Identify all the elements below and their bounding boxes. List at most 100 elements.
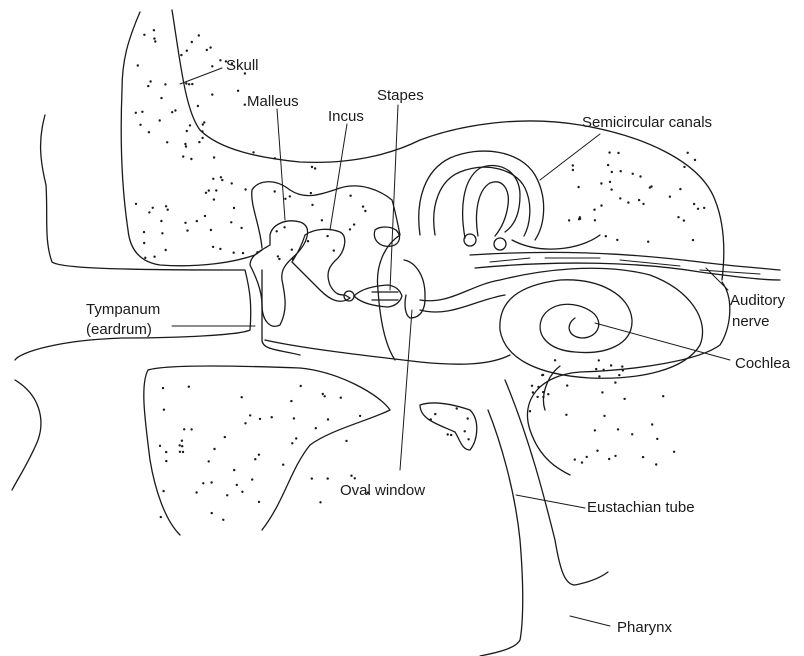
stipple-dot — [679, 188, 681, 190]
stipple-dot — [311, 477, 313, 479]
stipple-dot — [153, 29, 155, 31]
stipple-dot — [195, 491, 197, 493]
stipple-dot — [212, 178, 214, 180]
stipple-dot — [244, 104, 246, 106]
stipple-dot — [256, 251, 258, 253]
stipple-dot — [450, 434, 452, 436]
stipple-dot — [149, 80, 151, 82]
stipple-dot — [291, 442, 293, 444]
stipple-dot — [220, 176, 222, 178]
stipple-dot — [186, 50, 188, 52]
stipple-dot — [226, 494, 228, 496]
malleus-bone — [250, 221, 308, 326]
stipple-dot — [144, 257, 146, 259]
stipple-dot — [655, 463, 657, 465]
label-incus: Incus — [328, 108, 364, 125]
stipple-dot — [143, 34, 145, 36]
incus-bone — [292, 229, 350, 301]
stipple-dot — [632, 173, 634, 175]
stipple-dot — [310, 192, 312, 194]
stipple-dot — [616, 239, 618, 241]
stipple-dot — [362, 205, 364, 207]
stipple-dot — [593, 209, 595, 211]
stipple-dot — [536, 396, 538, 398]
stipple-dot — [596, 450, 598, 452]
stipple-dot — [608, 151, 610, 153]
stipple-dot — [638, 199, 640, 201]
stipple-dot — [181, 445, 183, 447]
stipple-dot — [154, 40, 156, 42]
stipple-dot — [254, 458, 256, 460]
stipple-dot — [349, 228, 351, 230]
stipple-dot — [319, 501, 321, 503]
stipple-dot — [185, 82, 187, 84]
stipple-dot — [617, 428, 619, 430]
stipple-dot — [292, 258, 294, 260]
stipple-dot — [683, 219, 685, 221]
stipple-dot — [529, 410, 531, 412]
stipple-dot — [607, 164, 609, 166]
stipple-dot — [353, 223, 355, 225]
stipple-dot — [143, 231, 145, 233]
cochlea-spiral — [420, 268, 703, 378]
stipple-dot — [692, 239, 694, 241]
stipple-dot — [188, 83, 190, 85]
stipple-dot — [620, 170, 622, 172]
eustachian-tube — [480, 380, 608, 656]
stipple-dot — [601, 391, 603, 393]
stipple-dot — [595, 368, 597, 370]
stipple-dot — [345, 440, 347, 442]
stipple-dot — [598, 359, 600, 361]
labels: Skull Malleus Incus Stapes Semicircular … — [86, 57, 791, 636]
stipple-dot — [166, 141, 168, 143]
stipple-dot — [213, 198, 215, 200]
stipple-dot — [204, 215, 206, 217]
stipple-dot — [137, 64, 139, 66]
stipple-dot — [181, 440, 183, 442]
stipple-dot — [467, 417, 469, 419]
stipple-dot — [221, 179, 223, 181]
stipple-dot — [289, 195, 291, 197]
stipple-dot — [160, 220, 162, 222]
stipple-dot — [233, 469, 235, 471]
stipple-dot — [662, 395, 664, 397]
stipple-dot — [274, 190, 276, 192]
stipple-dot — [349, 195, 351, 197]
stipple-dot — [224, 436, 226, 438]
stipple-dot — [201, 137, 203, 139]
stipple-dot — [572, 164, 574, 166]
stipple-dot — [258, 454, 260, 456]
stipple-dot — [190, 158, 192, 160]
label-cochlea: Cochlea — [735, 355, 791, 372]
stipple-dot — [241, 396, 243, 398]
stipple-dot — [364, 210, 366, 212]
stipple-dot — [213, 156, 215, 158]
stipple-dot — [233, 207, 235, 209]
stipple-dot — [174, 109, 176, 111]
stipple-dot — [179, 451, 181, 453]
stipple-dot — [215, 189, 217, 191]
stipple-dot — [231, 182, 233, 184]
stipple-dot — [259, 418, 261, 420]
stipple-dot — [251, 478, 253, 480]
stipple-dot — [619, 197, 621, 199]
stipple-dot — [219, 59, 221, 61]
stipple-dot — [197, 105, 199, 107]
label-eustachian-tube: Eustachian tube — [587, 499, 695, 516]
stipple-dot — [162, 490, 164, 492]
stipple-dot — [282, 464, 284, 466]
label-auditory: Auditory — [730, 292, 786, 309]
stipple-dot — [610, 188, 612, 190]
stipple-dot — [610, 364, 612, 366]
stipple-dot — [290, 400, 292, 402]
stipple-dot — [179, 444, 181, 446]
stipple-dot — [244, 188, 246, 190]
stipple-dot — [572, 169, 574, 171]
stipple-dot — [311, 166, 313, 168]
stipple-dot — [333, 249, 335, 251]
stipple-dot — [598, 375, 600, 377]
stipple-dot — [618, 374, 620, 376]
stipple-dot — [135, 112, 137, 114]
stipple-dot — [350, 475, 352, 477]
stipple-dot — [327, 477, 329, 479]
